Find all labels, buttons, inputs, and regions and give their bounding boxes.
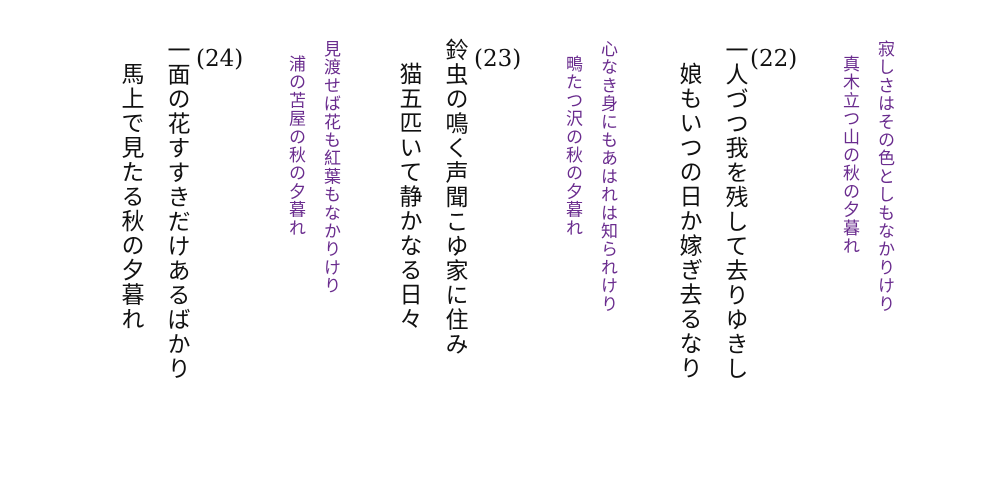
classic-poem-23-line-2: 鴫たつ沢の秋の夕暮れ (562, 55, 582, 237)
poem-24-line-2: 馬上で見たる秋の夕暮れ (117, 62, 143, 332)
poem-22-line-1: 一人づつ我を残して去りゆきし (721, 38, 747, 381)
classic-poem-23-line-1: 心なき身にもあはれは知られけり (597, 40, 617, 313)
poem-23-line-2: 猫五匹いて静かなる日々 (395, 62, 421, 332)
poem-number-24: (24) (196, 46, 244, 72)
classic-poem-24-line-2: 浦の苫屋の秋の夕暮れ (285, 55, 305, 237)
poem-number-23: (23) (474, 46, 522, 72)
poem-24-line-1: 一面の花すすきだけあるばかり (163, 38, 189, 381)
classic-poem-22-line-2: 真木立つ山の秋の夕暮れ (839, 55, 859, 256)
classic-poem-22-line-1: 寂しさはその色としもなかりけり (874, 40, 894, 313)
poem-number-22: (22) (750, 46, 798, 72)
poem-23-line-1: 鈴虫の鳴く声聞こゆ家に住み (441, 38, 467, 357)
poem-22-line-2: 娘もいつの日か嫁ぎ去るなり (675, 62, 701, 381)
classic-poem-24-line-1: 見渡せば花も紅葉もなかりけり (320, 40, 340, 295)
